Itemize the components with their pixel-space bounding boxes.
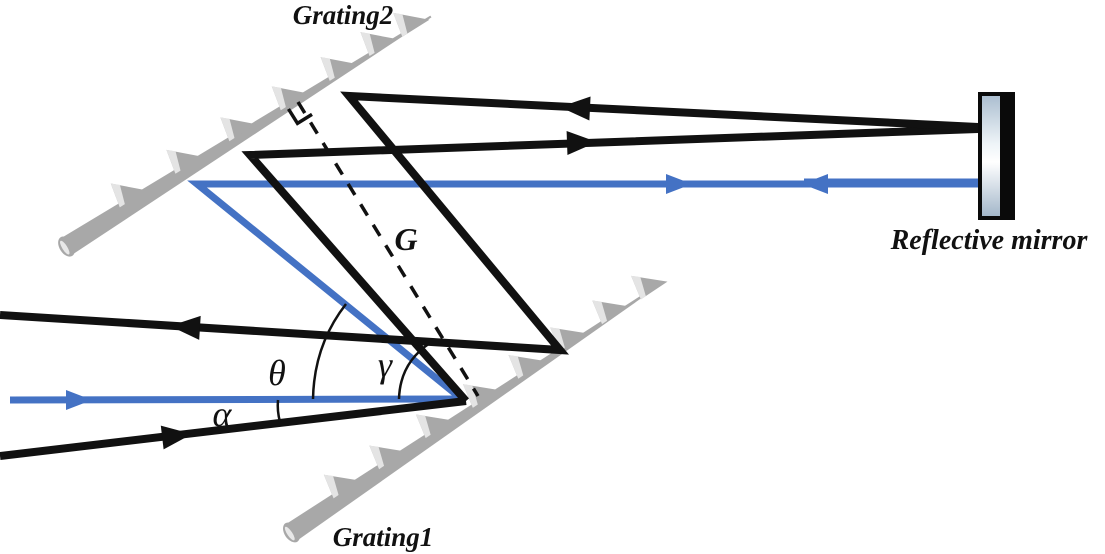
gamma-angle-label: γ [378,345,393,385]
grating1-label: Grating1 [333,522,434,552]
black-input-arrowhead-icon [160,425,192,450]
gamma-angle-arc [397,341,431,400]
reflective-mirror-label: Reflective mirror [890,225,1089,256]
grating-separation-label: G [394,221,417,257]
black-output-arrowhead-icon [170,315,201,340]
blue-forward-arrowhead-icon [666,174,692,194]
grating2-label: Grating2 [293,0,394,30]
black-input-beam [0,397,467,460]
alpha-angle-label: α [213,394,233,434]
alpha-angle-arc [276,399,282,423]
black-from-mirror-arrowhead-icon [560,96,591,121]
right-angle-mark [287,108,313,126]
black-forward-path [241,125,979,404]
mirror-glass [980,94,1002,218]
blue-input-arrowhead-icon [66,390,92,410]
black-return-path [0,91,979,355]
theta-angle-arc [311,303,347,400]
black-to-mirror-arrowhead-icon [566,131,597,156]
grating-separation-dashed-line [296,101,480,397]
blue-diffracted-path [187,180,979,403]
blue-return-arrowhead-icon [802,174,828,194]
reflective-mirror [978,92,1015,220]
theta-angle-label: θ [268,353,286,393]
